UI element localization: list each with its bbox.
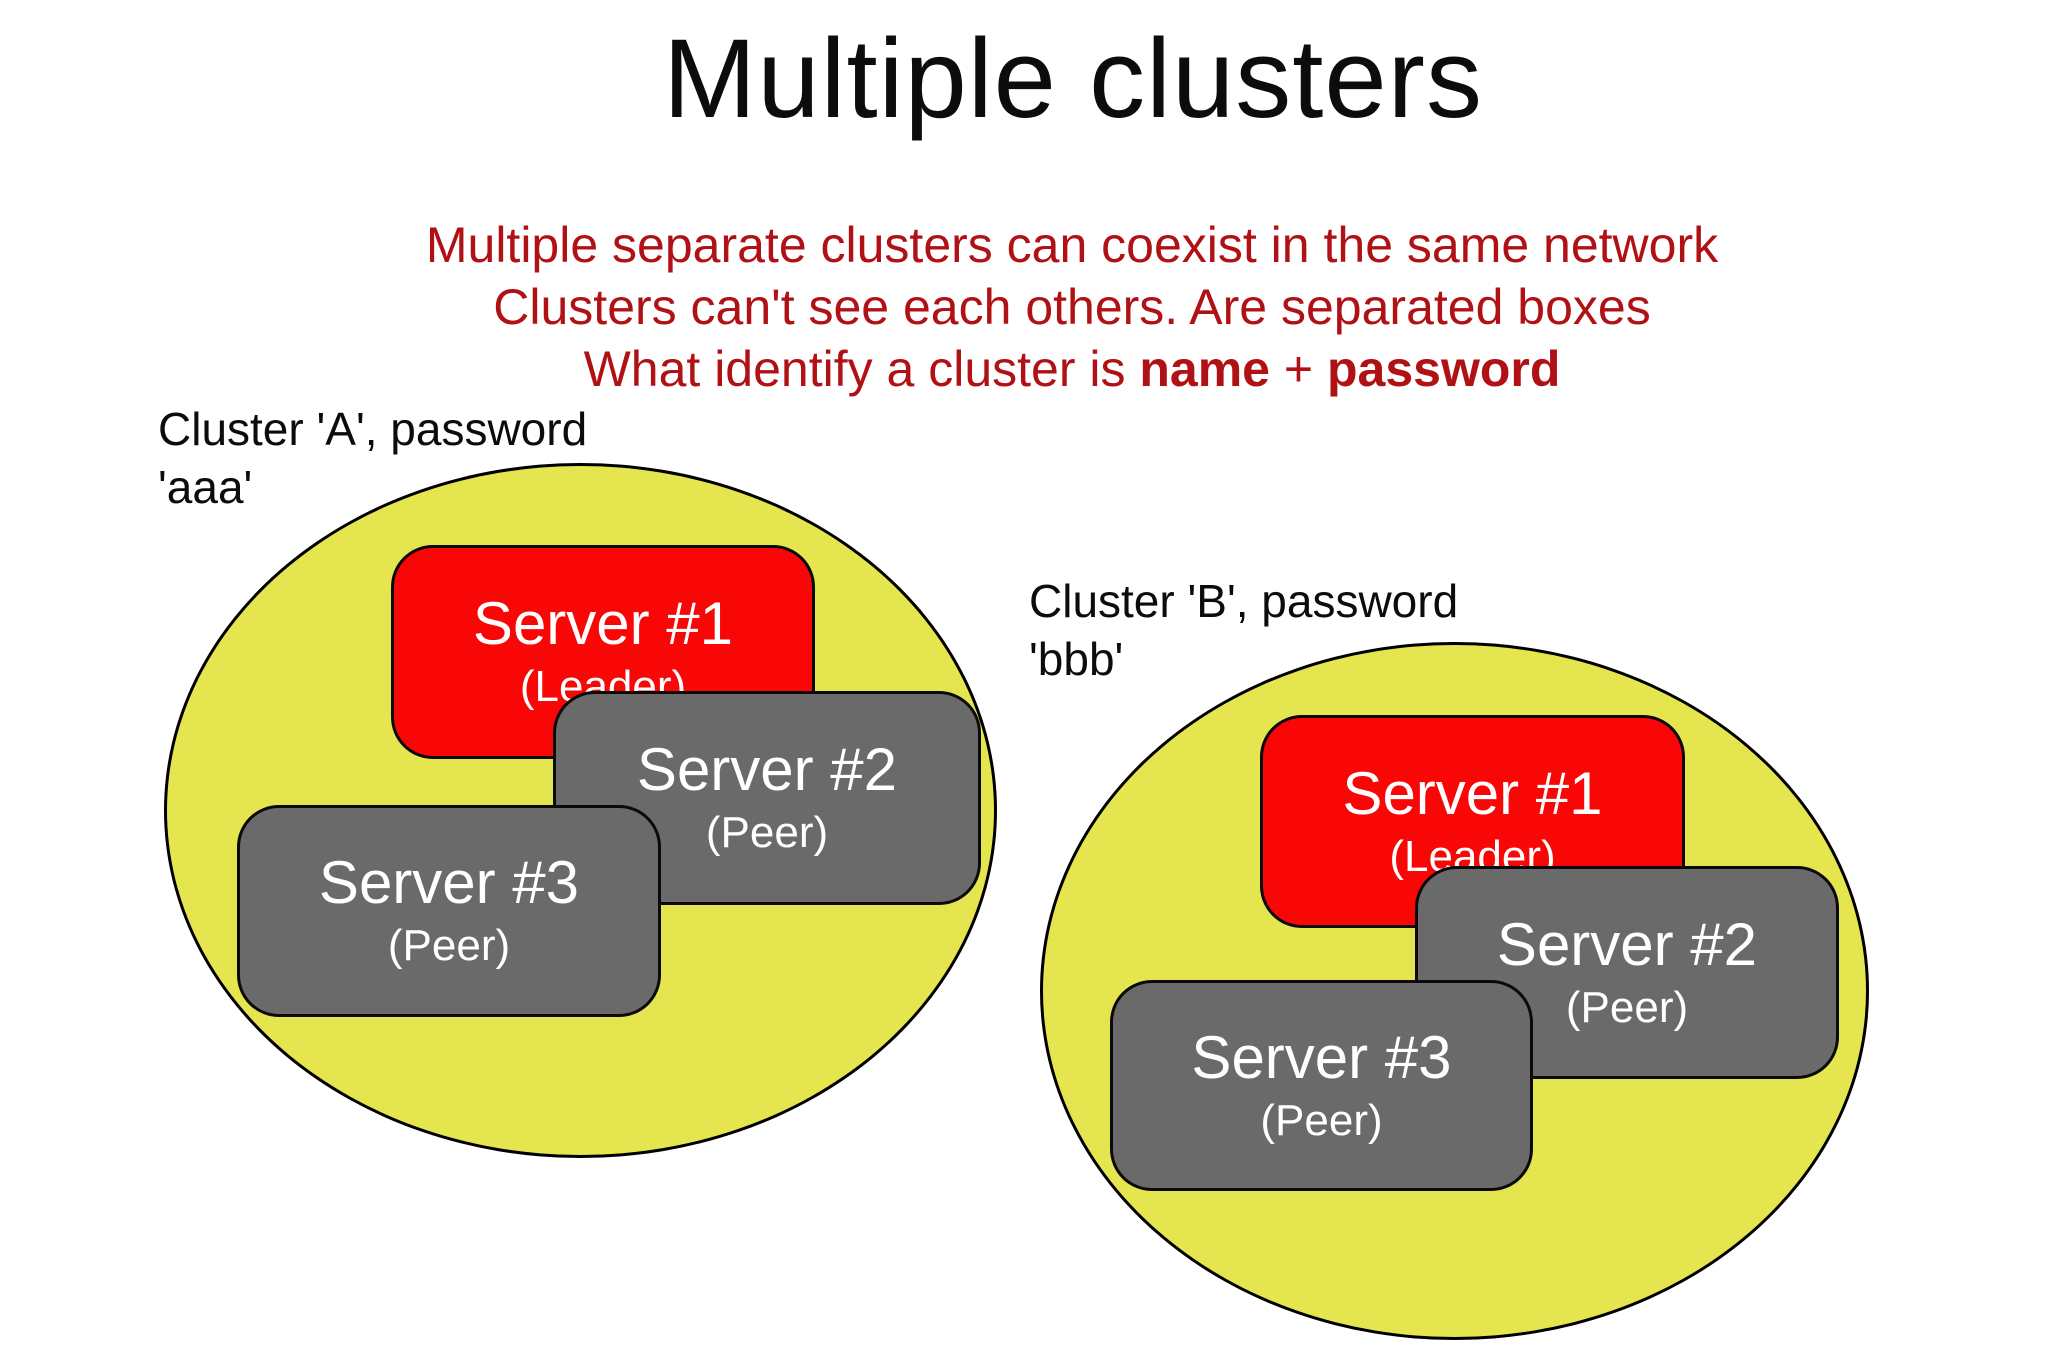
server-role: (Peer) — [705, 808, 829, 857]
server-name: Server #1 — [1342, 759, 1603, 827]
intro-text: Multiple separate clusters can coexist i… — [96, 214, 2048, 400]
intro-keyword-name: name — [1139, 341, 1270, 397]
cluster-a-label-line-1: Cluster 'A', password — [158, 403, 588, 455]
intro-line-3-prefix: What identify a cluster is — [583, 341, 1140, 397]
server-name: Server #1 — [472, 590, 734, 657]
server-name: Server #3 — [1191, 1023, 1452, 1091]
cluster-a-label-line-2: 'aaa' — [158, 461, 253, 513]
page-title: Multiple clusters — [663, 16, 1483, 141]
cluster-b-label: Cluster 'B', password 'bbb' — [1029, 572, 1458, 688]
cluster-b-label-line-2: 'bbb' — [1029, 633, 1124, 685]
intro-line-3: What identify a cluster is name + passwo… — [96, 338, 2048, 400]
server-role: (Peer) — [387, 921, 511, 970]
server-name: Server #3 — [318, 849, 580, 916]
cluster-a-server-3-box: Server #3 (Peer) — [237, 805, 661, 1017]
intro-line-3-plus: + — [1270, 341, 1327, 397]
cluster-b-label-line-1: Cluster 'B', password — [1029, 575, 1459, 627]
intro-line-2: Clusters can't see each others. Are sepa… — [493, 279, 1651, 335]
cluster-b-server-3-box: Server #3 (Peer) — [1110, 980, 1533, 1191]
server-name: Server #2 — [636, 736, 898, 803]
server-role: (Peer) — [1260, 1095, 1383, 1145]
server-name: Server #2 — [1496, 910, 1758, 978]
server-role: (Peer) — [1565, 982, 1689, 1032]
cluster-a-label: Cluster 'A', password 'aaa' — [158, 400, 587, 516]
intro-keyword-password: password — [1326, 341, 1561, 397]
intro-line-1: Multiple separate clusters can coexist i… — [425, 217, 1719, 273]
